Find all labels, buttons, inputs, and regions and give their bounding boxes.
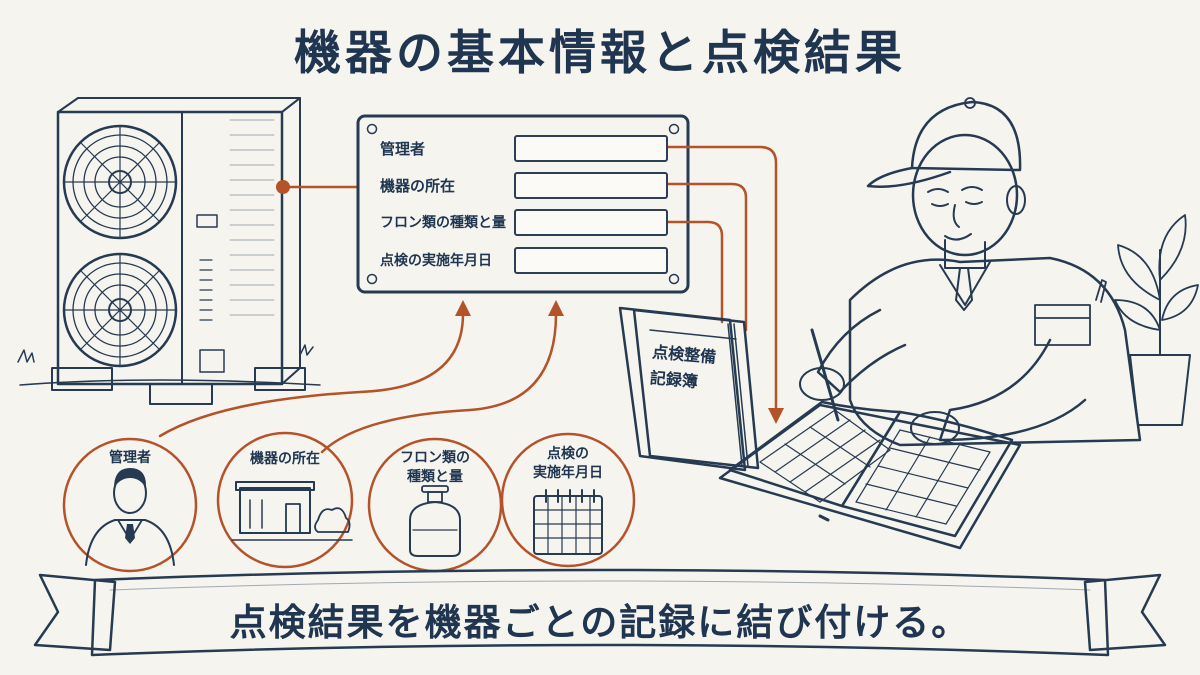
circle-to-panel-arrows	[158, 300, 564, 454]
manager-icon	[85, 468, 175, 566]
field-label-refrigerant: フロン類の種類と量	[380, 215, 506, 231]
field-label-location: 機器の所在	[380, 177, 456, 195]
field-input-inspection-date[interactable]	[514, 247, 668, 274]
logbook-cover-icon	[618, 306, 760, 472]
building-icon	[231, 481, 353, 541]
field-input-manager[interactable]	[514, 135, 668, 162]
field-input-refrigerant[interactable]	[514, 209, 668, 236]
field-label-inspection-date: 点検の実施年月日	[380, 253, 492, 269]
info-circle-label-refrigerant: フロン類の 種類と量	[400, 450, 470, 485]
open-record-book-icon	[718, 400, 1022, 550]
info-circle-label-inspection-date: 点検の 実施年月日	[533, 446, 603, 481]
air-conditioner-outdoor-unit-icon	[17, 97, 321, 405]
info-circle-label-location: 機器の所在	[250, 451, 320, 467]
page-title: 機器の基本情報と点検結果	[294, 26, 906, 81]
logbook-cover-title: 点検整備 記録簿	[649, 342, 717, 392]
potted-plant-icon	[1114, 214, 1199, 426]
record-panel-frame	[356, 114, 690, 294]
field-input-location[interactable]	[514, 172, 668, 199]
technician-writing-icon	[799, 97, 1142, 447]
info-circle-location	[216, 431, 354, 569]
info-circle-manager	[62, 437, 198, 573]
field-to-logbook-arrows	[664, 145, 784, 424]
info-circle-label-manager: 管理者	[109, 450, 151, 466]
calendar-icon	[533, 489, 603, 555]
banner-message: 点検結果を機器ごとの記録に結び付ける。	[229, 601, 971, 644]
info-circle-inspection-date	[500, 432, 636, 568]
gas-cylinder-icon	[409, 485, 461, 557]
banner-ribbon	[33, 568, 1167, 657]
field-label-manager: 管理者	[380, 140, 426, 158]
unit-to-panel-connector	[276, 180, 358, 194]
